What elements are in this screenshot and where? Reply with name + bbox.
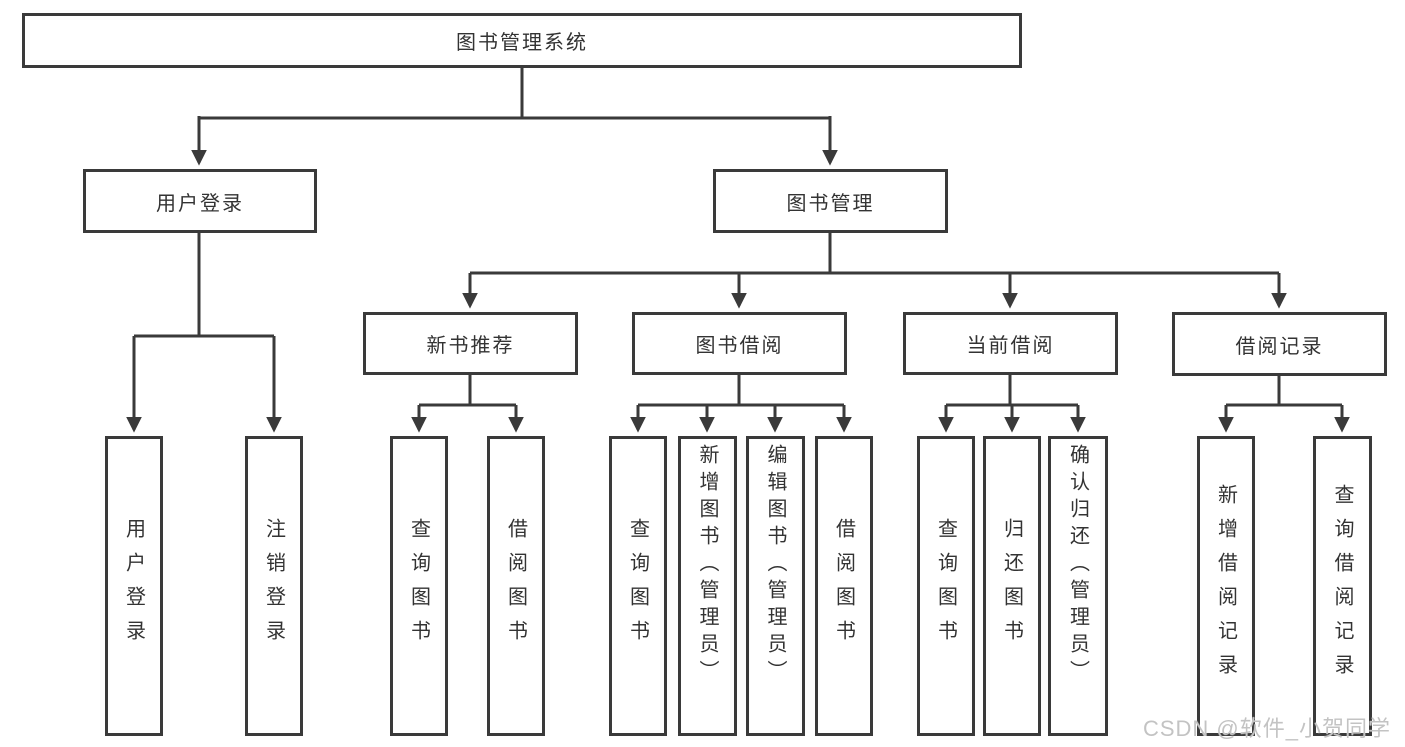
node-borrow-records: 借阅记录 [1172,312,1387,376]
csdn-watermark: CSDN @软件_小贺同学 [1142,716,1391,741]
leaf-query-books-3: 查询图书 [917,436,975,736]
leaf-query-books-2: 查询图书 [609,436,667,736]
node-root-system: 图书管理系统 [22,13,1022,68]
leaf-edit-books-admin: 编辑图书（管理员） [746,436,805,736]
node-book-borrowing: 图书借阅 [632,312,847,375]
node-user-login: 用户登录 [83,169,317,233]
leaf-logout: 注销登录 [245,436,303,736]
leaf-confirm-return-admin: 确认归还（管理员） [1048,436,1108,736]
leaf-return-books: 归还图书 [983,436,1041,736]
leaf-add-borrow-record: 新增借阅记录 [1197,436,1255,736]
leaf-user-login: 用户登录 [105,436,163,736]
leaf-query-books-1: 查询图书 [390,436,448,736]
node-new-book-recommend: 新书推荐 [363,312,578,375]
leaf-query-borrow-record: 查询借阅记录 [1313,436,1372,736]
leaf-borrow-books-1: 借阅图书 [487,436,545,736]
node-current-borrowing: 当前借阅 [903,312,1118,375]
node-book-management: 图书管理 [713,169,948,233]
leaf-borrow-books-2: 借阅图书 [815,436,873,736]
leaf-add-books-admin: 新增图书（管理员） [678,436,737,736]
